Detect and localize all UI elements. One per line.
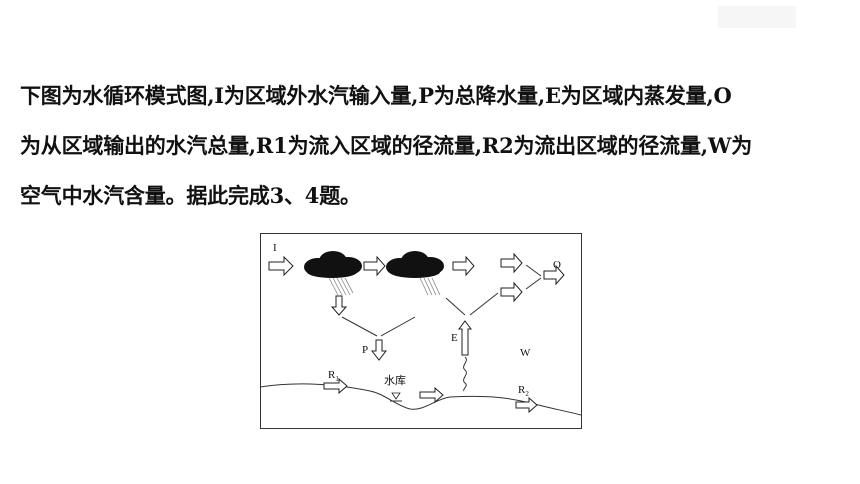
arrow-after-cloud-2 <box>452 255 475 277</box>
reservoir-marker-icon <box>391 392 401 400</box>
evap-line-left <box>445 297 466 316</box>
question-text: 下图为水循环模式图,I为区域外水汽输入量,P为总降水量,E为区域内蒸发量,O 为… <box>20 71 850 221</box>
evap-line-right <box>469 292 499 316</box>
arrow-between-clouds <box>363 255 386 277</box>
arrow-p <box>370 339 388 361</box>
evap-wavy-line <box>463 356 467 392</box>
label-o: O <box>553 259 561 271</box>
arrow-e <box>458 320 472 356</box>
arrow-r2 <box>515 396 538 414</box>
arrow-r1 <box>323 377 348 395</box>
label-p: P <box>362 344 368 356</box>
arrow-output-upper <box>500 252 523 274</box>
cloud-1-icon <box>304 251 362 278</box>
label-w: W <box>520 347 531 359</box>
top-right-mark <box>718 6 796 28</box>
rain-2-icon <box>419 277 441 296</box>
precip-line-left <box>341 316 378 337</box>
output-merge-line-upper <box>525 264 542 277</box>
label-r2: R2 <box>518 384 529 398</box>
label-reservoir: 水库 <box>384 374 406 387</box>
precip-line-right <box>380 316 416 337</box>
arrow-reservoir-outflow <box>419 386 444 404</box>
water-cycle-diagram: I <box>260 233 582 429</box>
arrow-o <box>543 264 565 286</box>
arrow-rain-down-1 <box>330 295 348 316</box>
arrow-output-lower <box>500 281 523 303</box>
cloud-2-icon <box>386 251 444 278</box>
output-merge-line-lower <box>525 277 542 290</box>
question-line-2: 为从区域输出的水汽总量,R1为流入区域的径流量,R2为流出区域的径流量,W为 <box>20 133 753 158</box>
label-e: E <box>451 332 458 344</box>
label-i: I <box>273 242 277 254</box>
question-line-3: 空气中水汽含量。据此完成3、4题。 <box>20 183 361 208</box>
question-line-1: 下图为水循环模式图,I为区域外水汽输入量,P为总降水量,E为区域内蒸发量,O <box>20 83 732 108</box>
label-r1: R1 <box>328 369 339 383</box>
rain-1-icon <box>328 277 354 296</box>
arrow-i <box>268 255 294 277</box>
